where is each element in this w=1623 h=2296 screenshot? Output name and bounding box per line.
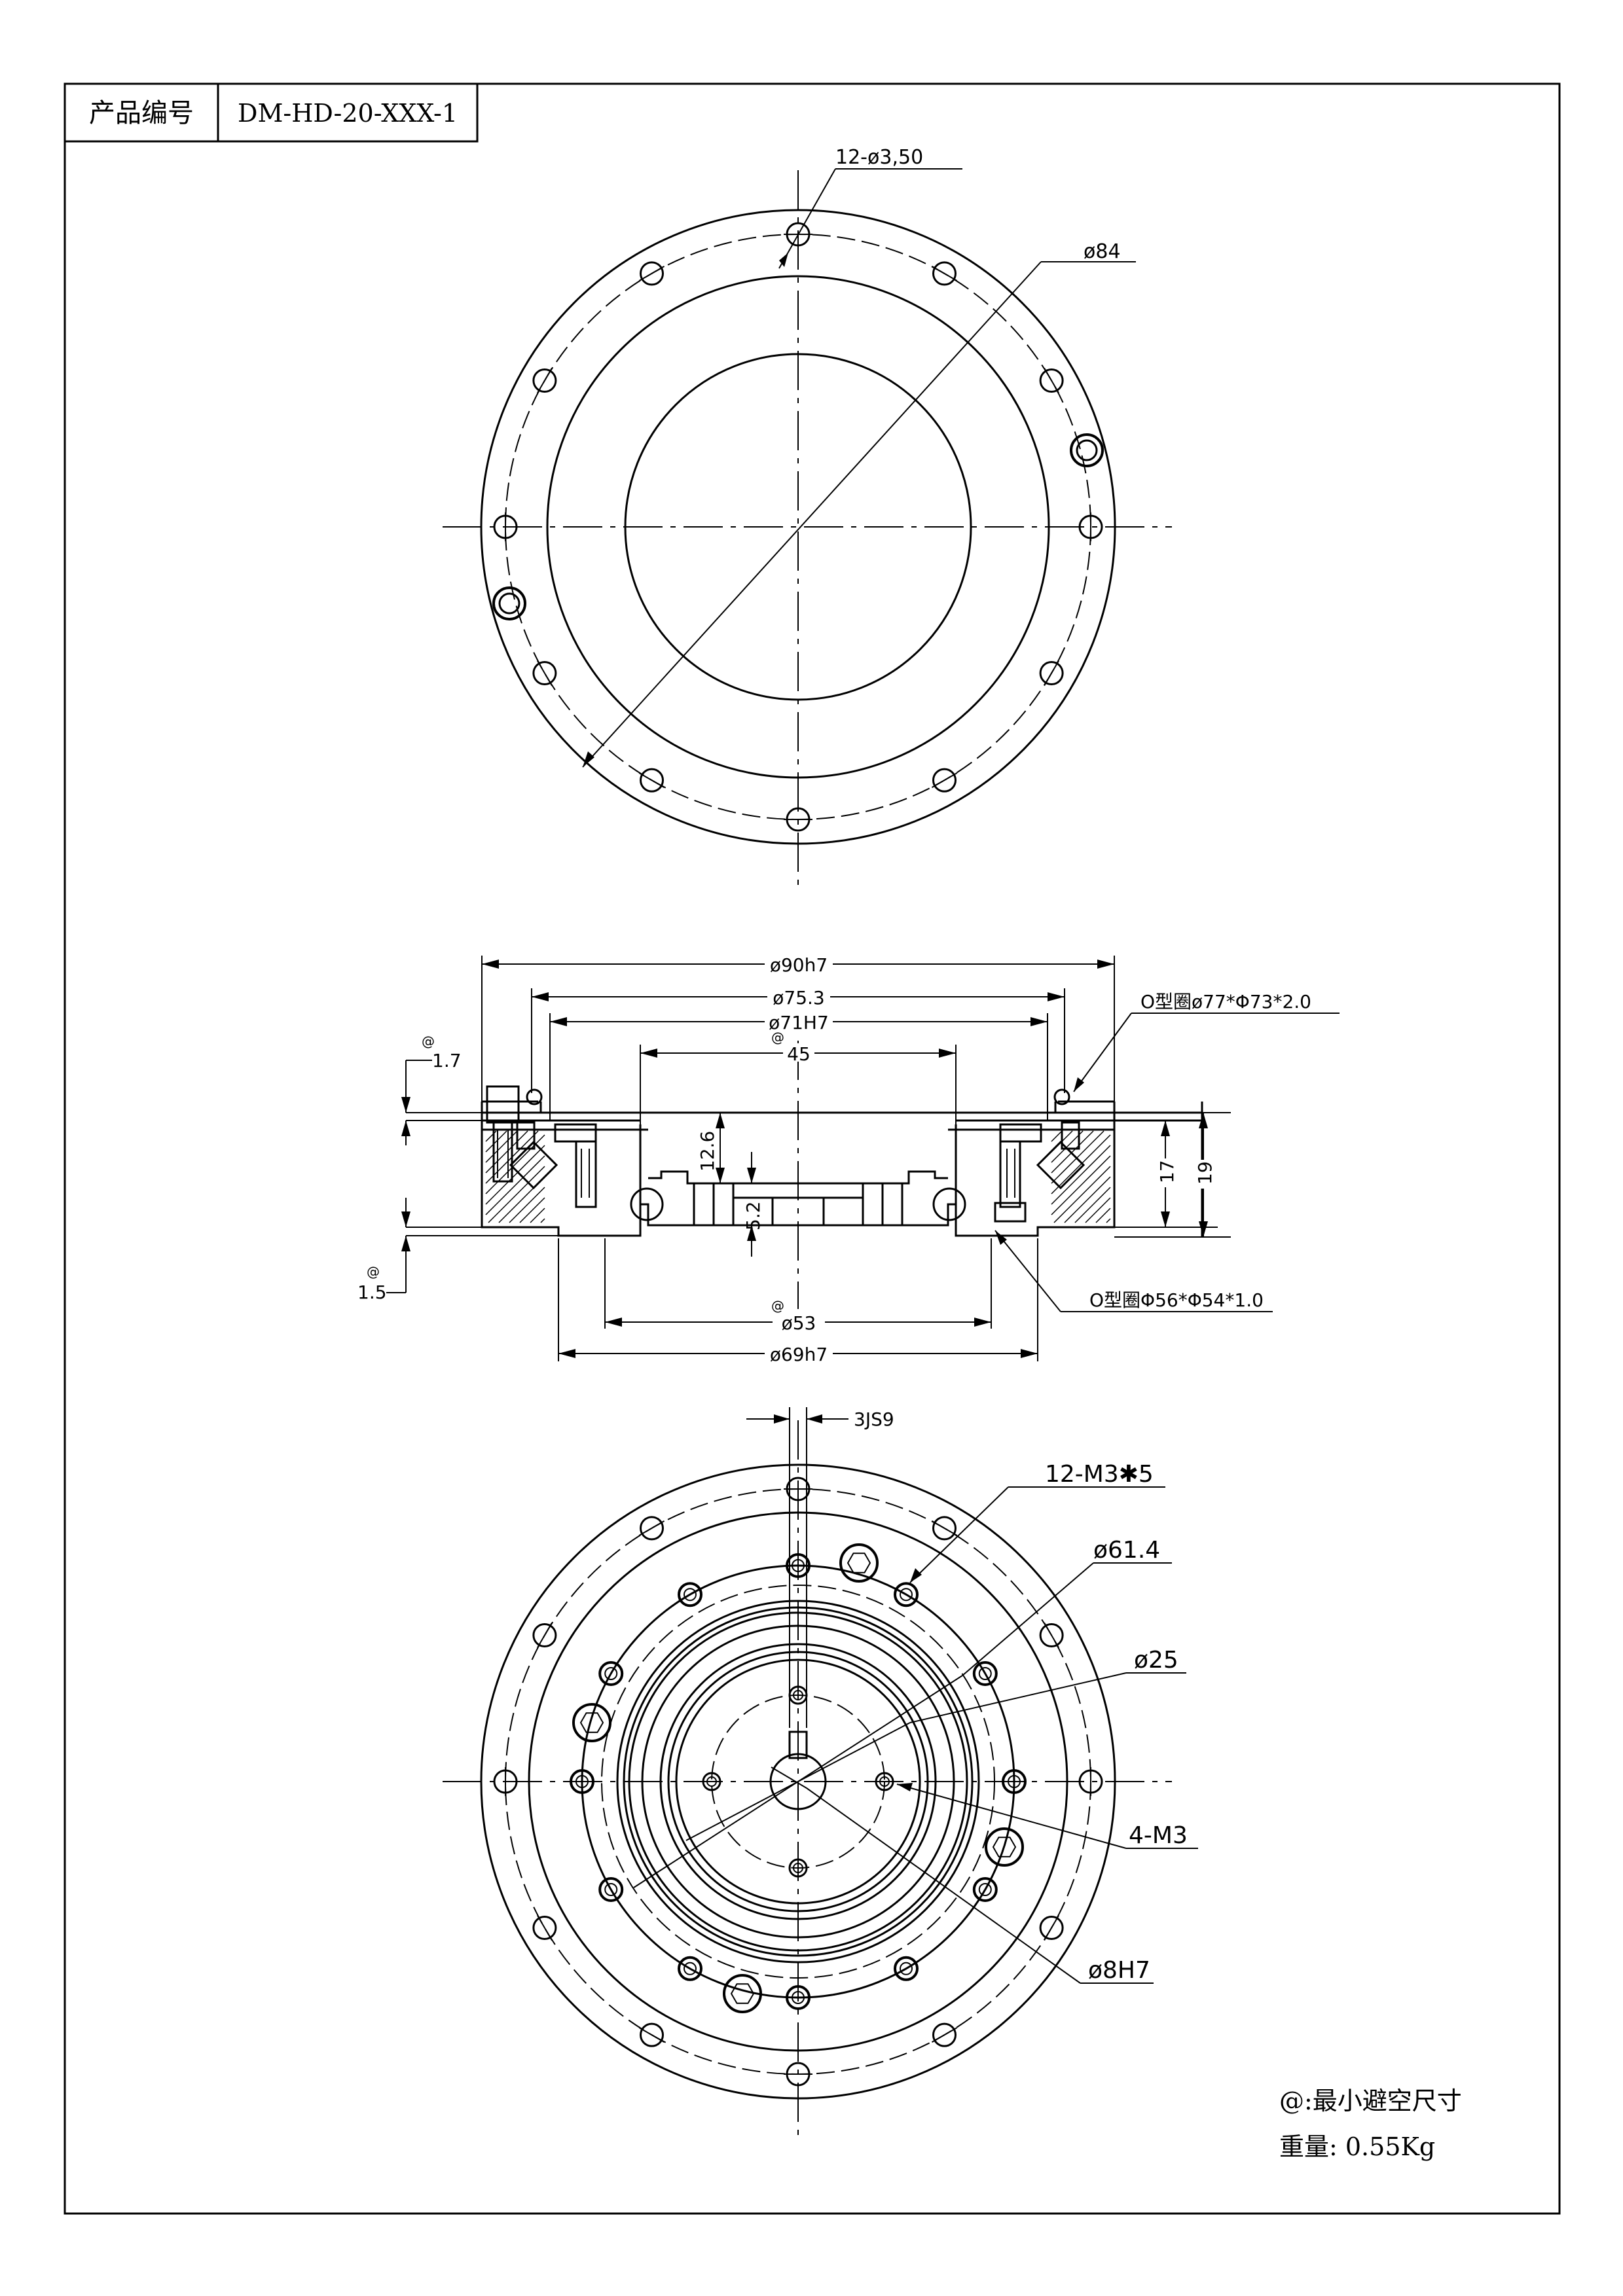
inner-threads-callout: 4-M3 bbox=[1129, 1822, 1188, 1849]
top-view: ø84 12-ø3,50 bbox=[443, 146, 1172, 890]
dim-45: 45 bbox=[787, 1043, 811, 1065]
dim-1-7: 1.7 bbox=[432, 1050, 462, 1071]
note-min-clearance: @:最小避空尺寸 bbox=[1279, 2087, 1462, 2115]
hex-socket-hole bbox=[723, 1974, 762, 2013]
thread-holes-callout: 12-M3✱5 bbox=[1045, 1461, 1154, 1488]
hex-socket-hole bbox=[985, 1827, 1024, 1867]
at-mark-45: @ bbox=[771, 1030, 784, 1045]
outer-hole bbox=[932, 2022, 957, 2047]
top-hole-callout: 12-ø3,50 bbox=[835, 146, 923, 169]
outer-hole bbox=[640, 1516, 664, 1541]
keyway-dim: 3JS9 bbox=[854, 1408, 894, 1430]
oring-top-callout: O型圈ø77*Φ73*2.0 bbox=[1140, 991, 1311, 1013]
thread-hole bbox=[786, 1553, 811, 1578]
mount-hole bbox=[640, 261, 664, 286]
dim-12-6: 12.6 bbox=[697, 1131, 718, 1172]
bore-callout: ø8H7 bbox=[1088, 1957, 1150, 1984]
oring-bottom-callout: O型圈Φ56*Φ54*1.0 bbox=[1089, 1289, 1264, 1311]
product-code: DM-HD-20-XXX-1 bbox=[238, 99, 458, 128]
outer-hole bbox=[532, 1623, 557, 1647]
dim-17: 17 bbox=[1156, 1160, 1178, 1183]
dim-61-4: ø61.4 bbox=[1093, 1537, 1160, 1564]
section-view: ø90h7 ø75.3 ø71H7 45 @ 12.6 bbox=[357, 954, 1340, 1365]
thread-hole bbox=[972, 1661, 998, 1686]
drawing-border bbox=[64, 82, 1561, 2215]
dim-53: ø53 bbox=[782, 1312, 816, 1334]
title-block: 产品编号 DM-HD-20-XXX-1 bbox=[64, 82, 479, 143]
dim-90h7: ø90h7 bbox=[770, 954, 828, 976]
thread-hole bbox=[598, 1877, 624, 1902]
hex-socket-hole bbox=[839, 1543, 879, 1583]
at-mark-bottom: @ bbox=[367, 1264, 380, 1280]
dim-1-5: 1.5 bbox=[357, 1282, 387, 1303]
outer-hole bbox=[932, 1516, 957, 1541]
dim-25: ø25 bbox=[1134, 1647, 1178, 1674]
at-mark-top: @ bbox=[422, 1033, 435, 1049]
title-label: 产品编号 bbox=[89, 98, 194, 128]
outer-hole bbox=[532, 1916, 557, 1940]
thread-hole bbox=[972, 1877, 998, 1902]
mount-hole bbox=[1039, 368, 1064, 393]
mount-hole bbox=[532, 368, 557, 393]
thread-hole bbox=[894, 1956, 919, 1981]
inner-hole bbox=[875, 1772, 894, 1791]
dim-75-3: ø75.3 bbox=[773, 987, 824, 1009]
thread-hole bbox=[786, 1985, 811, 2010]
mount-hole bbox=[932, 768, 957, 793]
dim-19: 19 bbox=[1194, 1161, 1216, 1185]
bottom-view: 3JS9 12-M3✱5 ø61.4 ø25 4-M3 ø8H7 bbox=[443, 1407, 1198, 2140]
dim-69h7: ø69h7 bbox=[770, 1344, 828, 1365]
thread-hole bbox=[678, 1956, 702, 1981]
note-weight: 重量: 0.55Kg bbox=[1279, 2132, 1435, 2161]
at-mark-53: @ bbox=[771, 1298, 784, 1314]
thread-hole bbox=[598, 1661, 624, 1686]
dim-71h7: ø71H7 bbox=[769, 1012, 829, 1033]
thread-hole bbox=[894, 1582, 919, 1607]
mount-hole bbox=[532, 661, 557, 685]
mount-hole bbox=[932, 261, 957, 286]
top-outer-dia: ø84 bbox=[1084, 240, 1121, 263]
inner-hole bbox=[702, 1772, 721, 1791]
dim-5-2: 5.2 bbox=[742, 1201, 764, 1230]
mount-hole bbox=[1039, 661, 1064, 685]
thread-hole bbox=[1002, 1769, 1027, 1794]
outer-hole bbox=[1039, 1623, 1064, 1647]
inner-hole bbox=[788, 1858, 808, 1878]
thread-hole bbox=[570, 1769, 594, 1794]
outer-hole bbox=[1039, 1916, 1064, 1940]
mount-hole bbox=[640, 768, 664, 793]
thread-hole bbox=[678, 1582, 702, 1607]
outer-hole bbox=[640, 2022, 664, 2047]
hex-socket-hole bbox=[572, 1703, 611, 1742]
